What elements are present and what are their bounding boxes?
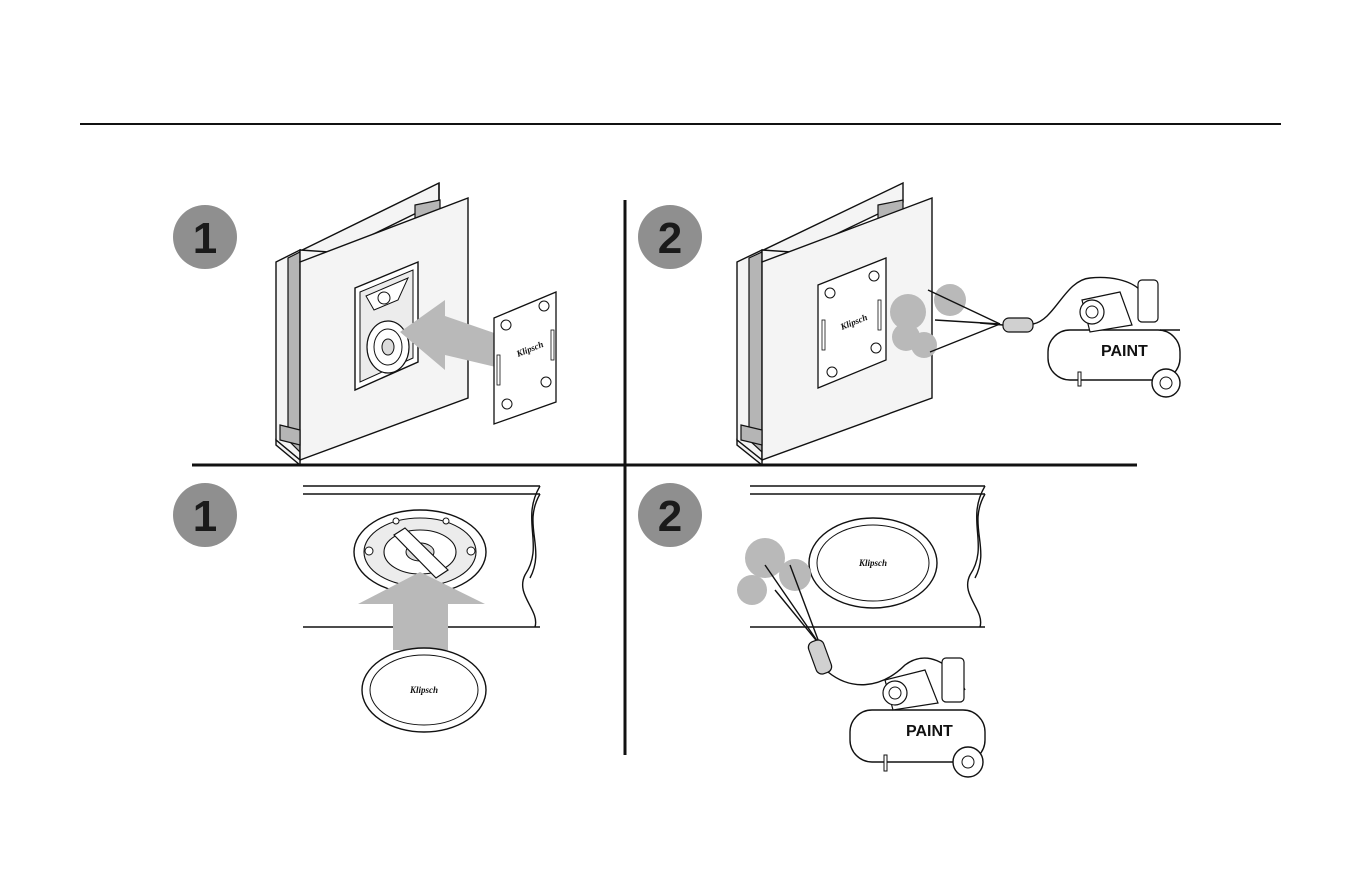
- paint-compressor: PAINT: [1048, 280, 1180, 397]
- ceiling-grille-installed: Klipsch: [809, 518, 937, 608]
- inceiling-step2-panel: 2 Klipsch: [638, 483, 985, 777]
- grille-logo: Klipsch: [409, 685, 438, 695]
- step-number: 2: [658, 492, 682, 541]
- step-badge: 2: [638, 483, 702, 547]
- step-number: 1: [193, 214, 217, 263]
- compressor-label: PAINT: [1101, 343, 1148, 360]
- inwall-grille: Klipsch: [494, 292, 556, 424]
- step-number: 2: [658, 214, 682, 263]
- grille-logo: Klipsch: [858, 558, 887, 568]
- inwall-step1-panel: 1: [173, 183, 556, 465]
- inwall-step2-panel: 2 Klipsch: [638, 183, 1180, 465]
- step-badge: 1: [173, 205, 237, 269]
- inceiling-step1-panel: 1 Klipsch: [173, 483, 540, 732]
- paint-compressor: PAINT: [850, 658, 985, 777]
- compressor-label: PAINT: [906, 723, 953, 740]
- step-badge: 1: [173, 483, 237, 547]
- step-number: 1: [193, 492, 217, 541]
- paint-spray-cloud: [890, 284, 1000, 358]
- paint-spray-cloud: [737, 538, 820, 645]
- ceiling-grille: Klipsch: [362, 648, 486, 732]
- step-badge: 2: [638, 205, 702, 269]
